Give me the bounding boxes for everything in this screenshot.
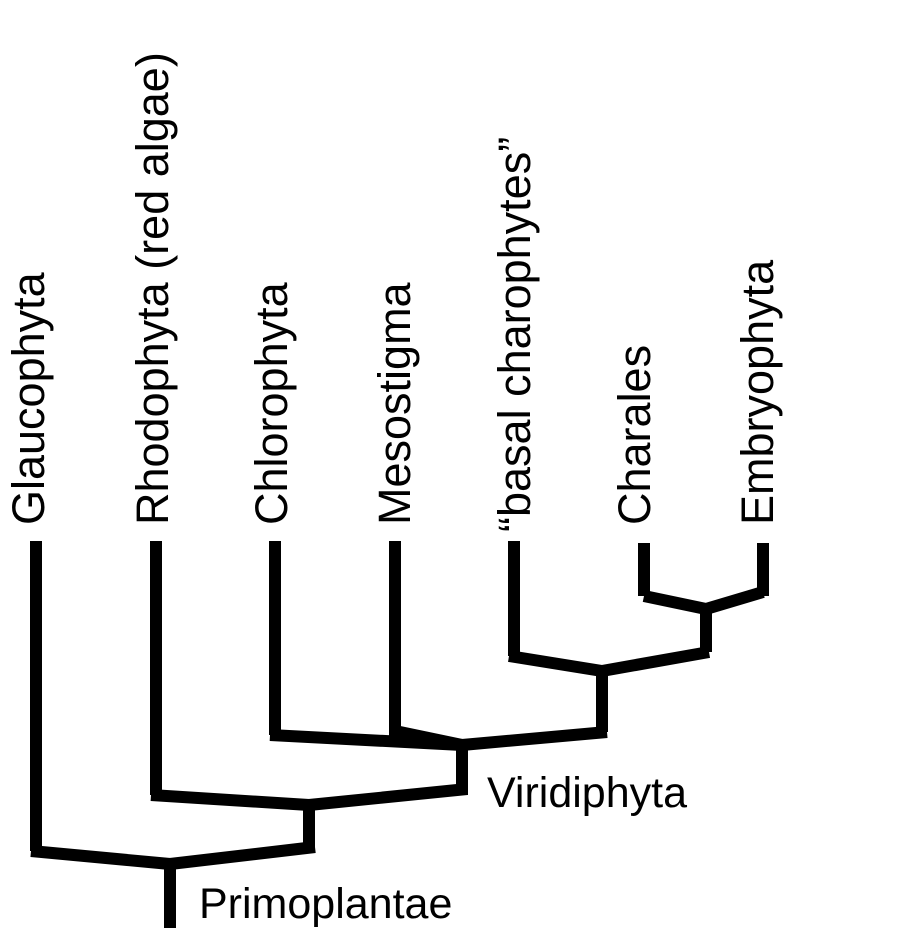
- taxon-label-rhodophyta: Rhodophyta (red algae): [127, 52, 178, 525]
- taxon-label-mesostigma: Mesostigma: [369, 281, 420, 525]
- node-primoplantae: [30, 841, 316, 870]
- node-rhodophyta-viridiphyta: [150, 783, 468, 811]
- node-viridiphyta-right: [461, 726, 608, 751]
- taxon-label-basal-charophytes: “basal charophytes”: [489, 137, 540, 532]
- taxon-label-embryophyta: Embryophyta: [732, 259, 783, 525]
- clade-label-viridiphyta: Viridiphyta: [487, 769, 687, 817]
- clade-label-primoplantae: Primoplantae: [199, 880, 452, 928]
- taxon-label-chlorophyta: Chlorophyta: [246, 281, 297, 525]
- taxon-label-charales: Charales: [609, 345, 660, 525]
- node-mesostigma-join: [393, 725, 464, 751]
- node-charales-embryophyta: [642, 586, 765, 615]
- taxon-label-glaucophyta: Glaucophyta: [3, 271, 54, 525]
- node-charophytes: [508, 646, 711, 677]
